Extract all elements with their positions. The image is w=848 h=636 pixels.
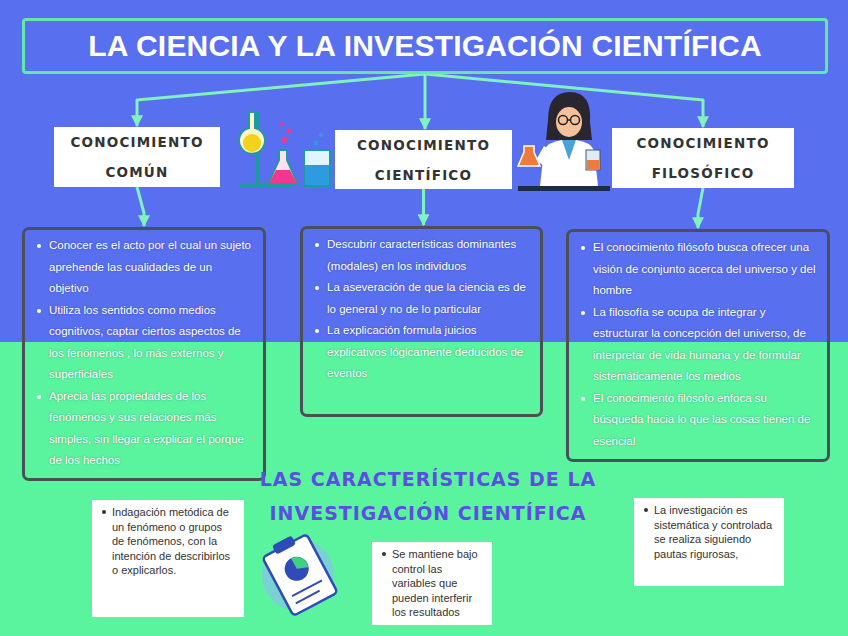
bullet-dot [37,244,41,248]
bullet-text: La aseveración de que la ciencia es de l… [313,277,530,320]
connector-arrow [137,74,425,126]
bullet-text: La filosofía se ocupa de integrar y estr… [579,302,817,388]
bullet-panel: El conocimiento filósofo busca ofrecer u… [566,229,830,462]
bullet-dot [315,243,319,247]
note-box: Se mantiene bajo control las variables q… [372,542,492,625]
bullet-text: Utiliza los sentidos como medios cogniti… [35,300,253,386]
bullet-text: El conocimiento filósofo busca ofrecer u… [579,237,817,302]
bullet-text: Se mantiene bajo control las variables q… [380,547,484,620]
bullet-dot [315,329,319,333]
heading-text: CONOCIMIENTO CIENTÍFICO [343,130,504,190]
connector-arrow [422,189,425,225]
title-text: LA CIENCIA Y LA INVESTIGACIÓN CIENTÍFICA [88,29,762,63]
heading-box: CONOCIMIENTO COMÚN [54,127,220,187]
bullet-text: La investigación es sistemática y contro… [642,503,776,561]
title-box: LA CIENCIA Y LA INVESTIGACIÓN CIENTÍFICA [22,18,828,74]
bullet-dot [37,395,41,399]
heading-text: CONOCIMIENTO FILOSÓFICO [620,128,786,188]
connector-arrow [698,188,703,228]
bullet-dot [102,510,106,514]
bullet-dot [581,246,585,250]
bullet-text: Conocer es el acto por el cual un sujeto… [35,235,253,300]
bullet-text: El conocimiento filósofo enfoca su búsqu… [579,388,817,453]
bullet-dot [581,311,585,315]
note-box: Indagación metódica de un fenómeno o gru… [92,500,244,617]
bullet-dot [581,397,585,401]
section-heading: LAS CARACTERÍSTICAS DE LA INVESTIGACIÓN … [258,462,598,530]
heading-box: CONOCIMIENTO FILOSÓFICO [612,128,794,188]
bullet-dot [644,508,648,512]
bullet-text: Descubrir características dominantes (mo… [313,234,530,277]
bullet-dot [382,552,386,556]
bullet-text: Indagación metódica de un fenómeno o gru… [100,505,236,578]
heading-box: CONOCIMIENTO CIENTÍFICO [335,130,512,189]
note-box: La investigación es sistemática y contro… [634,498,784,586]
connector-arrow [137,187,144,226]
heading-text: CONOCIMIENTO COMÚN [62,127,212,187]
connector-arrow [424,74,427,129]
bullet-panel: Conocer es el acto por el cual un sujeto… [22,227,266,481]
connector-arrow [425,74,703,127]
clipboard-icon [260,529,338,616]
bullet-text: La explicación formula juicios explicati… [313,320,530,385]
bullet-dot [315,286,319,290]
bullet-text: Aprecia las propiedades de los fenómenos… [35,386,253,472]
scientist-figure [518,92,610,191]
lab-glassware [239,112,330,188]
bullet-dot [37,309,41,313]
bullet-panel: Descubrir características dominantes (mo… [300,226,543,417]
